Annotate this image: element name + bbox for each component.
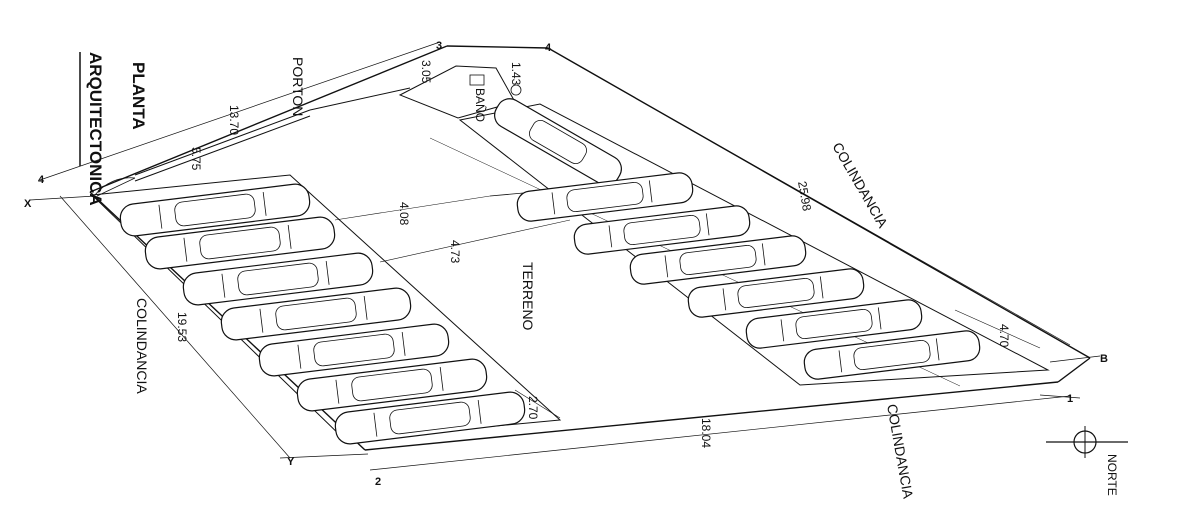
axis-4-left: 4 — [38, 174, 45, 186]
car-left-5 — [258, 323, 450, 377]
title-line2: ARQUITECTONICA — [86, 52, 105, 206]
dim-18-04: 18.04 — [699, 418, 713, 448]
car-left-7 — [334, 391, 526, 445]
dim-4-70: 4.70 — [997, 324, 1011, 348]
dim-1-43: 1.43 — [509, 62, 523, 86]
dim-5-75: 5.75 — [189, 147, 203, 171]
gate — [94, 87, 411, 197]
dim-4-73: 4.73 — [448, 240, 462, 264]
axis-4-top: 4 — [545, 42, 552, 54]
axis-markers: 3 4 4 X Y 2 B 1 — [24, 40, 1108, 488]
car-right-top — [494, 98, 622, 186]
car-right-1 — [516, 172, 694, 222]
north-arrow-icon: NORTE — [1046, 426, 1128, 496]
dim-4-08: 4.08 — [397, 202, 411, 226]
dim-19-53: 19.53 — [175, 312, 189, 342]
axis-b-right: B — [1100, 353, 1108, 365]
dim-13-70: 13.70 — [227, 105, 241, 135]
axis-3: 3 — [436, 40, 442, 52]
car-left-4 — [220, 287, 412, 341]
car-left-3 — [182, 252, 374, 306]
car-right-4 — [687, 268, 865, 318]
dim-2-70: 2.70 — [526, 396, 540, 420]
car-left-2 — [144, 216, 336, 270]
dim-3-05: 3.05 — [419, 60, 433, 84]
axis-2-bottom: 2 — [375, 476, 381, 488]
porton-label: PORTON — [290, 57, 306, 116]
car-right-6 — [803, 330, 981, 380]
cars-left-column — [119, 183, 526, 445]
colindancia-bottom-label: COLINDANCIA — [884, 403, 916, 501]
axis-1-right: 1 — [1067, 393, 1073, 405]
title-line1: PLANTA — [129, 62, 148, 130]
axis-x-left: X — [24, 198, 32, 210]
axis-y-bottom: Y — [287, 456, 295, 468]
bathroom-label: BAÑO — [473, 88, 487, 122]
north-label: NORTE — [1105, 454, 1119, 496]
car-right-5 — [745, 299, 923, 349]
dim-25-98: 25.98 — [795, 180, 814, 212]
plan-title: PLANTA ARQUITECTONICA — [79, 52, 148, 206]
car-right-3 — [629, 235, 807, 285]
colindancia-top-label: COLINDANCIA — [829, 140, 891, 231]
interior-dimension-lines — [334, 195, 1041, 419]
colindancia-left-label: COLINDANCIA — [134, 298, 150, 394]
terreno-label: TERRENO — [520, 262, 536, 331]
car-right-2 — [573, 205, 751, 255]
car-left-6 — [296, 358, 488, 412]
car-left-1 — [119, 183, 311, 237]
cars-right-column — [494, 98, 981, 380]
bathroom: BAÑO — [398, 65, 522, 122]
